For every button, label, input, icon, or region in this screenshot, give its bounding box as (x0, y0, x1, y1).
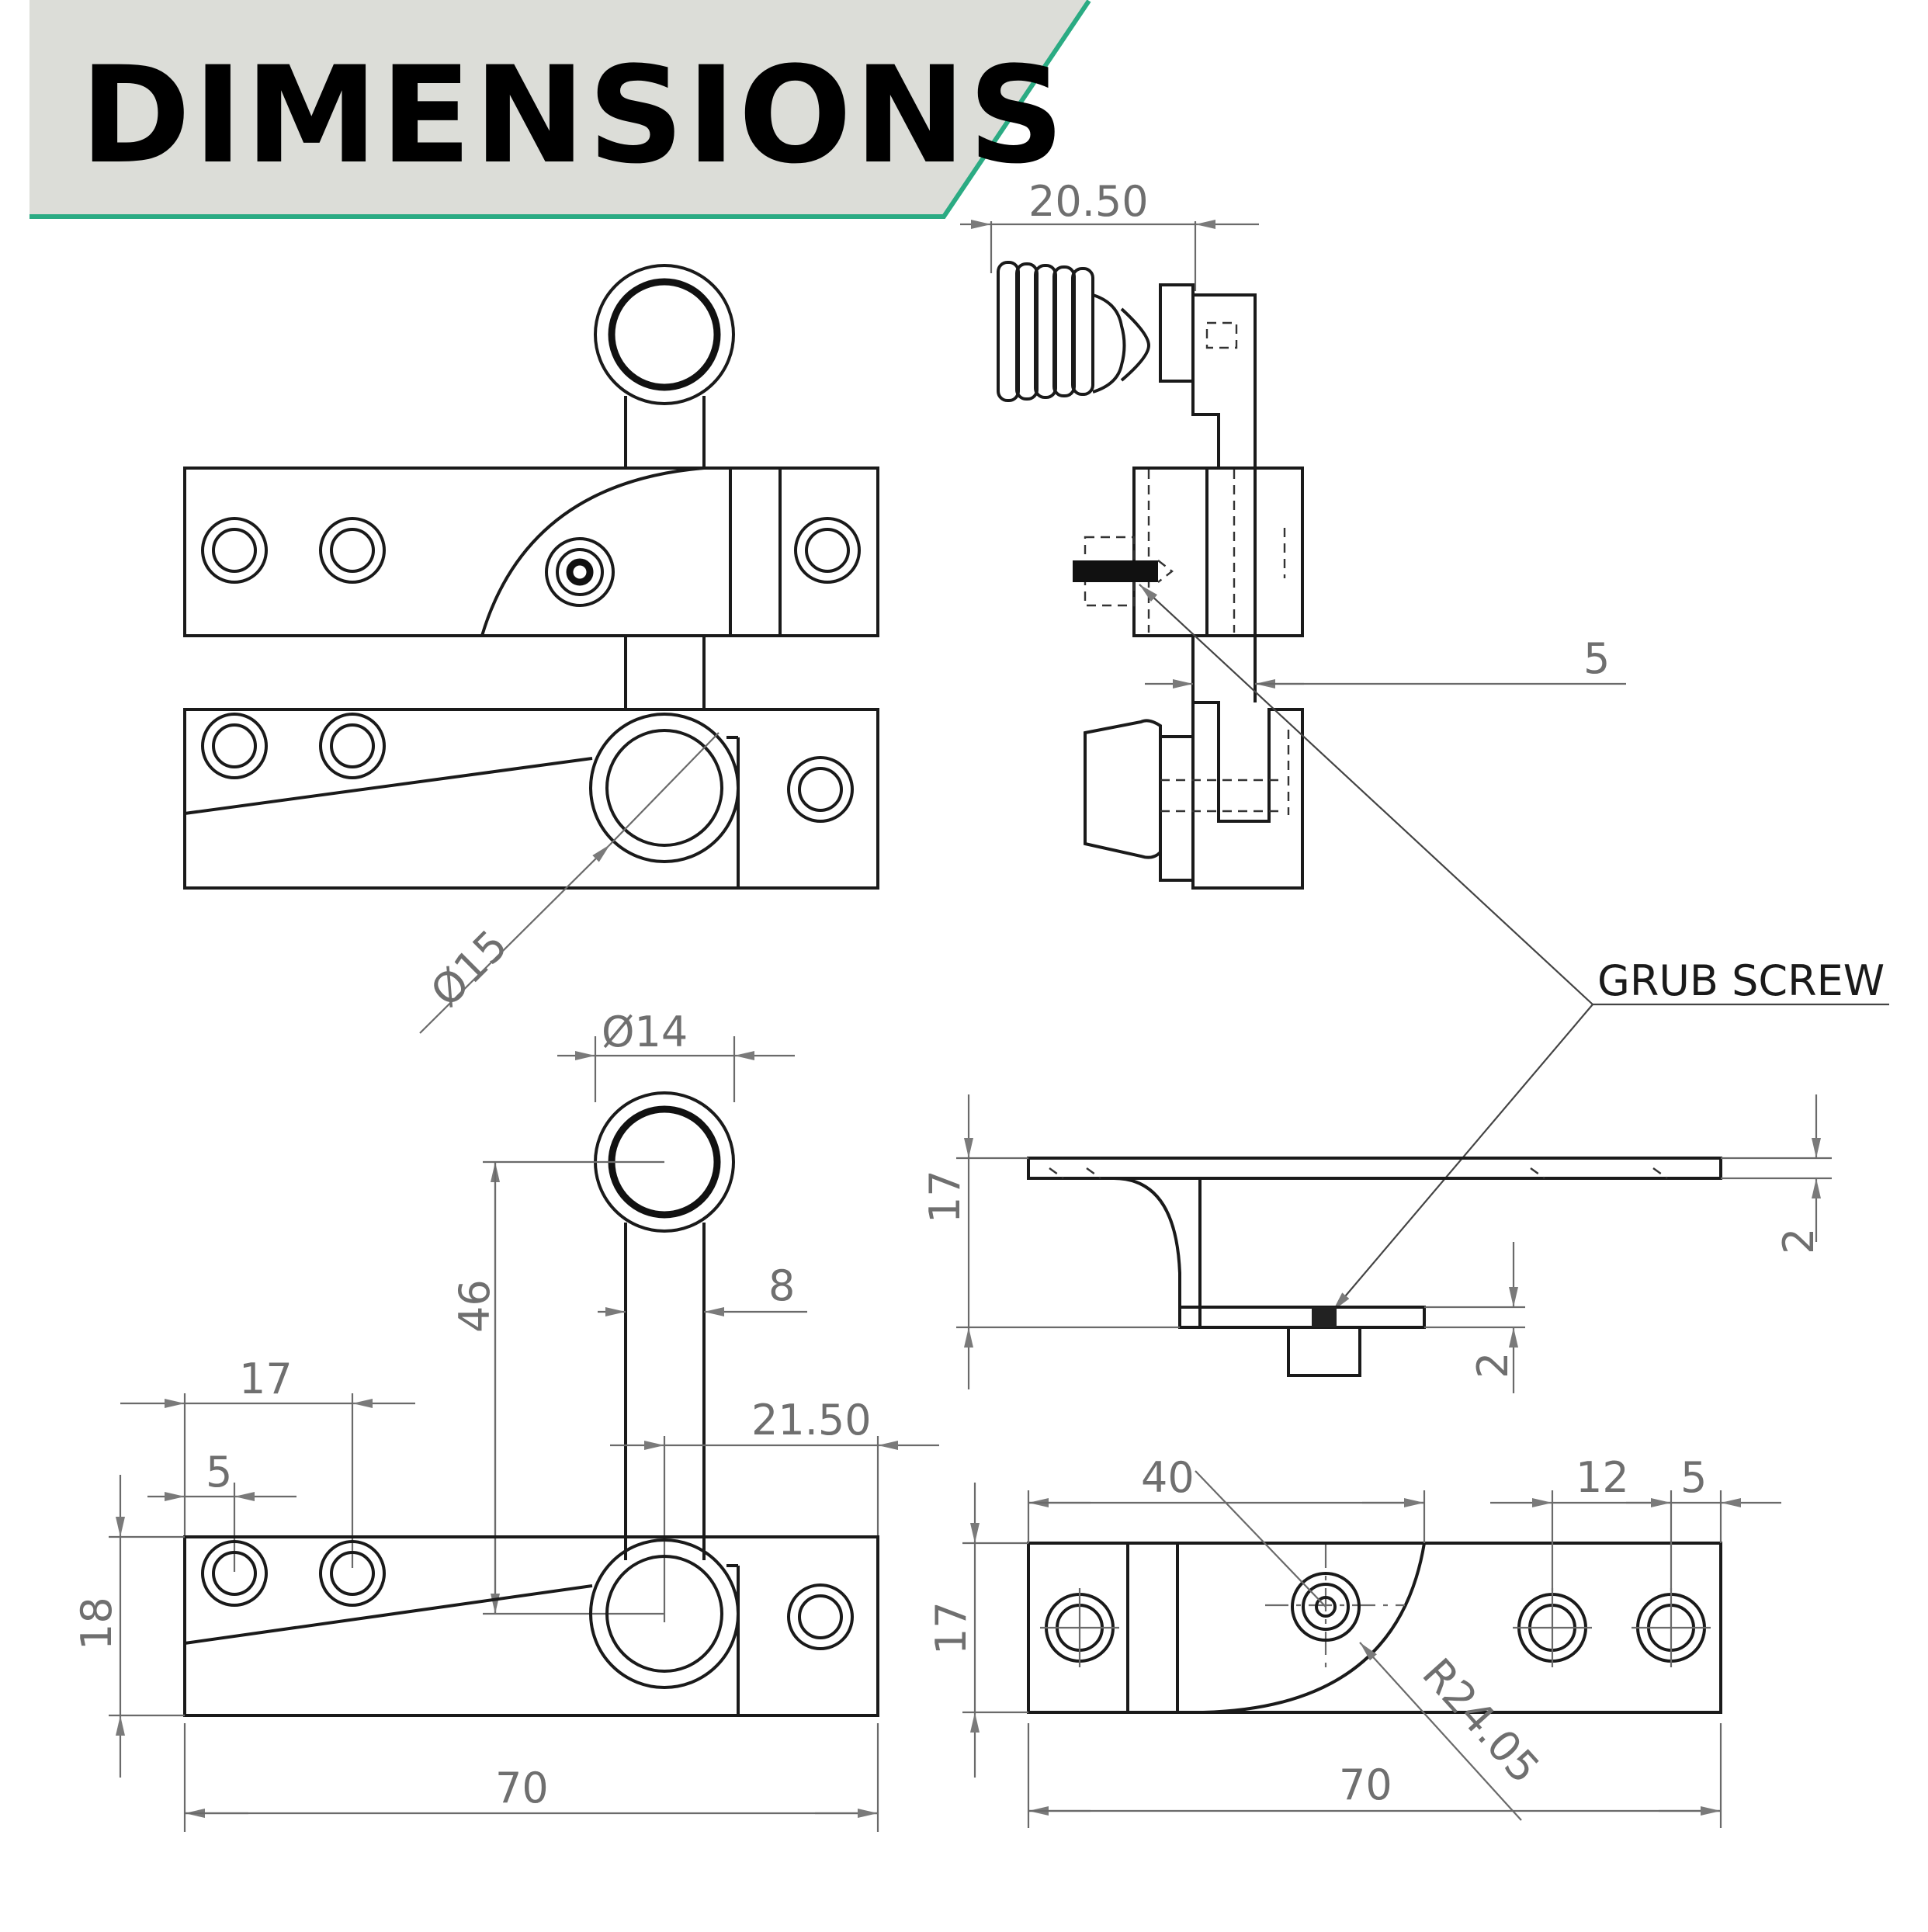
screw-hole (201, 713, 268, 779)
screw-hole-inner (212, 723, 257, 768)
handle-arm (1191, 293, 1257, 470)
side-body (1132, 467, 1304, 637)
grub-screw-label: GRUB SCREW (1597, 956, 1885, 1005)
bottom-hole-spacing-label: 12 (1576, 1453, 1629, 1502)
hook-ring-inner (605, 1555, 723, 1673)
header-accent-line (29, 0, 1091, 219)
knob-outer (594, 264, 735, 405)
plate-width-label: 70 (495, 1764, 549, 1812)
screw-hole-inner (798, 1594, 843, 1639)
screw-hole-inner (330, 528, 375, 573)
grub-screw (1073, 560, 1158, 582)
knob-rib (1071, 267, 1094, 396)
hook-nose (1084, 719, 1162, 859)
screw-hole-inner (330, 1551, 375, 1596)
callout-leader-top (1139, 584, 1593, 1005)
upper-plate (183, 467, 879, 637)
bottom-boss (1287, 1326, 1361, 1377)
side-offset-label: 5 (1583, 634, 1610, 683)
grub-screw-callout: GRUB SCREW (1139, 584, 1889, 1312)
countersink-hidden (1049, 1167, 1668, 1179)
bottom-plate-outline (1027, 1542, 1722, 1714)
bottom-plate-thickness-label: 2 (1469, 1352, 1517, 1379)
screw-hole (794, 517, 861, 584)
header-background (29, 0, 1088, 216)
grub-screw-boss-inner (556, 548, 604, 596)
grub-screw-tip (1157, 560, 1174, 583)
page-title: DIMENSIONS (80, 37, 1066, 193)
grub-screw-hole (1291, 1572, 1361, 1642)
front-view-dimensioned: Ø14 46 8 17 5 21.50 (72, 1008, 939, 1832)
keeper-side (1191, 701, 1304, 890)
screw-hole (201, 517, 268, 584)
screw-hole (319, 713, 386, 779)
grub-screw-head (566, 558, 594, 586)
screw-hole-inner (330, 723, 375, 768)
hook-ring-outer (589, 1538, 740, 1689)
arm-height-label: 46 (450, 1279, 499, 1333)
side-section-view: 17 2 2 (921, 1094, 1832, 1393)
hook-ring-outer (589, 713, 740, 863)
top-plate (1027, 1157, 1722, 1180)
screw-hole-inner (798, 767, 843, 812)
knob-neck (1092, 293, 1126, 394)
hook-diameter-leader-2 (609, 732, 720, 845)
knob-collar (1159, 283, 1195, 383)
hole-spacing-label: 17 (239, 1354, 293, 1403)
hook-ring-inner (605, 729, 723, 847)
hook-diameter-leader (419, 844, 611, 1034)
top-plate-thickness-label: 2 (1774, 1228, 1823, 1254)
screw-hole (201, 1540, 268, 1607)
header-banner: DIMENSIONS (29, 0, 1091, 219)
grub-screw-hole-inner (1302, 1583, 1350, 1631)
plate-height-label: 18 (72, 1597, 121, 1650)
bottom-plate-width-label: 70 (1339, 1760, 1392, 1809)
grub-screw-boss (545, 537, 615, 607)
grub-screw-section (1312, 1307, 1337, 1327)
side-height-label: 17 (921, 1170, 969, 1223)
screw-hole (787, 1583, 854, 1650)
grub-screw-hole-core (1315, 1596, 1337, 1618)
bracket-fillet (1113, 1177, 1202, 1329)
hook-collar (1159, 735, 1195, 882)
bottom-height-label: 17 (927, 1601, 976, 1655)
screw-hole (319, 1540, 386, 1607)
screw-hole (787, 756, 854, 823)
screw-hole (319, 517, 386, 584)
bottom-view: 40 12 5 17 R24.05 70 (927, 1453, 1781, 1828)
front-view-top: Ø15 (183, 264, 879, 1034)
keeper-ramp (184, 1584, 593, 1645)
radius-leader (1359, 1642, 1522, 1821)
radius-offset-leader (1195, 1470, 1326, 1608)
knob-neck-2 (1120, 307, 1151, 382)
knob-diameter-label: Ø14 (602, 1008, 688, 1056)
screw-hole-inner (805, 528, 850, 573)
side-handle-width-label: 20.50 (1028, 177, 1149, 226)
bottom-plate (1178, 1306, 1426, 1329)
hook-diameter-label: Ø15 (421, 921, 517, 1016)
radius-arc (1202, 1542, 1426, 1714)
knob-offset-label: 21.50 (751, 1396, 872, 1445)
hidden-bore (1205, 321, 1238, 349)
keeper-ramp (184, 757, 593, 815)
screw-hole-inner (212, 528, 257, 573)
radius-offset-label: 40 (1141, 1453, 1195, 1502)
bottom-hole-edge-label: 5 (1680, 1453, 1707, 1502)
knob-inner (608, 278, 721, 391)
side-view: 20.50 5 (960, 177, 1626, 890)
bottom-radius-label: R24.05 (1413, 1649, 1548, 1793)
arm-width-label: 8 (768, 1261, 795, 1310)
keeper-plate (183, 708, 879, 890)
cam-arc (480, 467, 705, 636)
hole-edge-offset-label: 5 (206, 1448, 232, 1497)
keeper-plate (183, 1535, 879, 1717)
screw-hole-inner (212, 1551, 257, 1596)
